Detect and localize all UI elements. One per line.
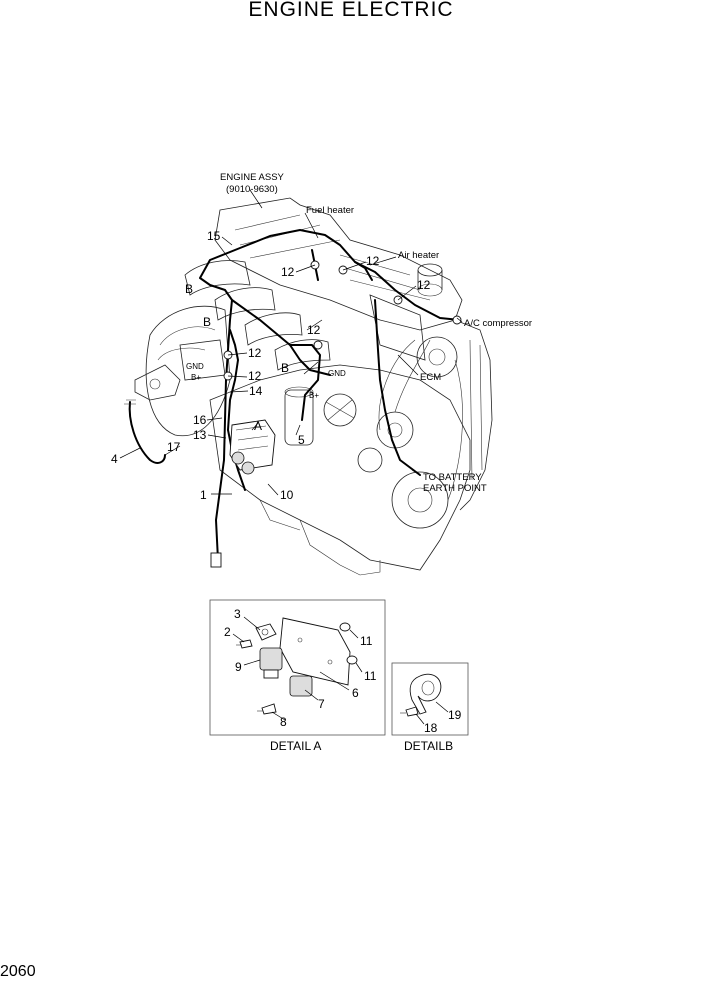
ac-compressor-label: A/C compressor	[464, 318, 532, 329]
part-number-14: 14	[249, 384, 263, 398]
detail-a-part-8: 8	[280, 715, 287, 729]
part-number-12-a: 12	[281, 265, 295, 279]
part-number-12-e: 12	[248, 346, 262, 360]
part-number-10: 10	[280, 488, 294, 502]
detail-a-part-11-a: 11	[360, 634, 373, 648]
engine-assy-range-label: (9010-9630)	[226, 184, 278, 195]
detail-a-caption: DETAIL A	[270, 739, 321, 753]
relay-bracket-a	[229, 419, 276, 475]
part-number-12-d: 12	[307, 323, 321, 337]
detail-ref-a: A	[254, 419, 262, 433]
part-number-17: 17	[167, 440, 181, 454]
detail-a-part-11-b: 11	[364, 669, 377, 683]
engine-assembly-drawing	[134, 197, 493, 576]
detail-ref-b-3: B	[281, 361, 289, 375]
part-number-12-c: 12	[417, 278, 431, 292]
part-number-5: 5	[298, 433, 305, 447]
detail-a-part-6: 6	[352, 686, 359, 700]
detail-a-part-7: 7	[318, 697, 325, 711]
part-number-12-f: 12	[248, 369, 262, 383]
wiring-harness	[124, 229, 461, 568]
detail-a-part-3: 3	[234, 607, 241, 621]
part-number-15: 15	[207, 229, 221, 243]
earth-point-label: EARTH POINT	[423, 483, 487, 494]
gnd-right-label: GND	[328, 369, 346, 378]
fuel-heater-label: Fuel heater	[306, 205, 354, 216]
page-number: 2060	[0, 963, 36, 980]
gnd-left-label: GND	[186, 362, 204, 371]
page-title: ENGINE ELECTRIC	[248, 0, 454, 21]
detail-b-caption: DETAILB	[404, 739, 453, 753]
detail-b-panel: 18 19 DETAILB	[391, 662, 469, 753]
leader-lines	[119, 189, 463, 496]
engine-assy-label: ENGINE ASSY	[220, 172, 285, 183]
bplus-left-label: B+	[191, 373, 201, 382]
part-number-1: 1	[200, 488, 207, 502]
detail-a-part-9: 9	[235, 660, 242, 674]
detail-a-panel: 3 2 9 8 7 6 11 11 DETAIL A	[209, 599, 386, 753]
detail-ref-b-2: B	[203, 315, 211, 329]
part-number-16: 16	[193, 413, 207, 427]
part-number-13: 13	[193, 428, 207, 442]
main-callouts: ENGINE ASSY (9010-9630) Fuel heater Air …	[111, 172, 532, 502]
detail-a-part-2: 2	[224, 625, 231, 639]
air-heater-label: Air heater	[398, 250, 439, 261]
detail-b-part-19: 19	[448, 708, 462, 722]
detail-b-part-18: 18	[424, 721, 438, 735]
ecm-label: ECM	[420, 372, 441, 383]
bplus-right-label: B+	[309, 391, 319, 400]
part-number-4: 4	[111, 452, 118, 466]
part-number-12-b: 12	[366, 254, 380, 268]
detail-ref-b-1: B	[185, 282, 193, 296]
to-battery-label: TO BATTERY	[423, 472, 482, 483]
